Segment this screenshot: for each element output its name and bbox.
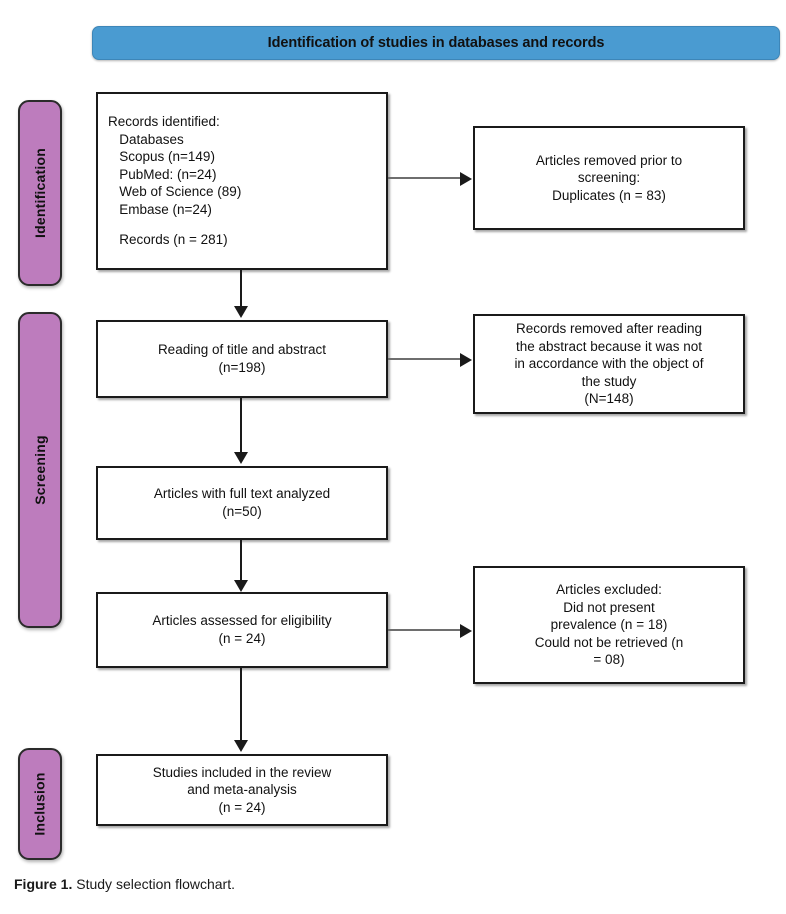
box-line: Articles with full text analyzed (153, 486, 331, 502)
box-line: Embase (n=24) (108, 201, 212, 217)
box-articles-excluded: Articles excluded: Did not present preva… (473, 566, 745, 684)
box-full-text-analyzed: Articles with full text analyzed (n=50) (96, 466, 388, 540)
box-line: Articles removed prior to (535, 152, 683, 168)
arrow-down-icon (234, 580, 248, 592)
flowchart-header-banner: Identification of studies in databases a… (92, 26, 780, 60)
box-line: prevalence (n = 18) (550, 617, 668, 633)
connector-title-abstract-to-removed (388, 358, 462, 360)
box-line: Duplicates (n = 83) (552, 187, 666, 203)
figure-caption-label: Figure 1. (14, 876, 73, 892)
connector-fulltext-to-eligibility (240, 540, 242, 582)
phase-pill-screening: Screening (18, 312, 62, 628)
box-records-identified: Records identified: Databases Scopus (n=… (96, 92, 388, 270)
arrow-down-icon (234, 452, 248, 464)
box-line: the abstract because it was not (515, 338, 703, 354)
box-line: (n = 24) (218, 631, 266, 646)
box-line: Did not present (563, 599, 655, 615)
arrow-right-icon (460, 172, 472, 186)
connector-records-to-title-abstract (240, 270, 242, 308)
phase-label-identification: Identification (32, 148, 49, 238)
box-line: Records (n = 281) (108, 232, 228, 248)
box-line: Databases (108, 131, 184, 147)
connector-eligibility-to-included (240, 668, 242, 742)
phase-pill-inclusion: Inclusion (18, 748, 62, 860)
box-line: the study (581, 373, 637, 389)
arrow-right-icon (460, 353, 472, 367)
box-line: (N=148) (584, 391, 634, 407)
box-line: PubMed: (n=24) (108, 166, 217, 182)
connector-eligibility-to-excluded (388, 629, 462, 631)
connector-title-abstract-to-fulltext (240, 398, 242, 454)
phase-label-inclusion: Inclusion (32, 772, 48, 836)
flowchart-header-title: Identification of studies in databases a… (267, 35, 605, 51)
connector-records-to-duplicates (388, 177, 462, 179)
box-line: (n=198) (218, 360, 266, 375)
box-line: Records identified: (108, 114, 220, 130)
box-duplicates-removed: Articles removed prior to screening: Dup… (473, 126, 745, 230)
box-line: and meta-analysis (187, 782, 297, 798)
box-assessed-for-eligibility: Articles assessed for eligibility (n = 2… (96, 592, 388, 668)
figure-caption: Figure 1. Study selection flowchart. (14, 876, 235, 892)
box-abstract-records-removed: Records removed after reading the abstra… (473, 314, 745, 414)
arrow-down-icon (234, 306, 248, 318)
box-line: Web of Science (89) (108, 184, 242, 200)
box-line: screening: (577, 170, 641, 186)
box-line: Reading of title and abstract (157, 342, 327, 358)
box-line: (n=50) (222, 504, 262, 519)
box-line: Studies included in the review (152, 764, 332, 780)
box-line: Articles assessed for eligibility (152, 613, 332, 629)
phase-pill-identification: Identification (18, 100, 62, 286)
box-line-spacer (108, 218, 376, 231)
phase-label-screening: Screening (32, 435, 48, 505)
box-title-abstract-reading: Reading of title and abstract (n=198) (96, 320, 388, 398)
box-line: Records removed after reading (515, 321, 703, 337)
box-line: Articles excluded: (556, 582, 662, 598)
arrow-right-icon (460, 624, 472, 638)
box-line: = 08) (593, 652, 625, 668)
box-line: (n = 24) (218, 799, 266, 815)
figure-caption-text: Study selection flowchart. (72, 876, 235, 892)
box-line: Could not be retrieved (n (534, 634, 684, 650)
box-line: Scopus (n=149) (108, 149, 215, 165)
box-studies-included: Studies included in the review and meta-… (96, 754, 388, 826)
arrow-down-icon (234, 740, 248, 752)
box-line: in accordance with the object of (514, 356, 704, 372)
